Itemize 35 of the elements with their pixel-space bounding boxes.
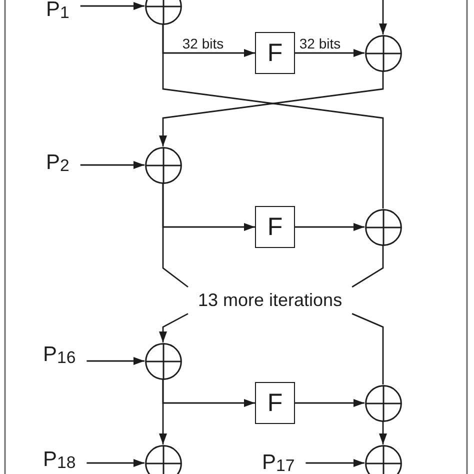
- function-box: F: [255, 382, 295, 424]
- xor-symbol: [144, 146, 182, 184]
- arrow: [159, 380, 167, 444]
- subkey-label: P$_{2}$: [46, 151, 70, 174]
- function-box: F: [255, 32, 295, 74]
- arrow: [379, 422, 387, 444]
- arrow: [80, 161, 144, 169]
- connector-line: [162, 184, 188, 288]
- arrow: [80, 2, 144, 10]
- arrow: [306, 459, 364, 467]
- arrow: [379, 0, 387, 34]
- xor-symbol: [364, 208, 402, 246]
- arrow: [295, 399, 364, 407]
- arrow: [159, 72, 384, 146]
- arrow: [159, 313, 188, 342]
- edge-label: 32 bits: [182, 36, 224, 52]
- subkey-label: P$_{17}$: [262, 451, 295, 474]
- subkey-label: P$_{16}$: [43, 343, 76, 366]
- connector-line: [162, 24, 384, 208]
- xor-symbol: [364, 444, 402, 474]
- connector-line: [352, 246, 384, 288]
- edge-label: 32 bits: [299, 36, 341, 52]
- subkey-label: P$_{1}$: [46, 0, 70, 22]
- arrow: [86, 357, 144, 365]
- arrow: [295, 223, 364, 231]
- subkey-label: P$_{18}$: [43, 448, 76, 472]
- xor-symbol: [364, 384, 402, 422]
- arrow: [86, 459, 144, 467]
- connector-line: [352, 313, 384, 384]
- xor-symbol: [364, 34, 402, 72]
- function-box: F: [255, 206, 295, 248]
- xor-symbol: [144, 444, 182, 474]
- iteration-note: 13 more iterations: [188, 287, 352, 314]
- arrow: [295, 49, 364, 57]
- xor-symbol: [144, 342, 182, 380]
